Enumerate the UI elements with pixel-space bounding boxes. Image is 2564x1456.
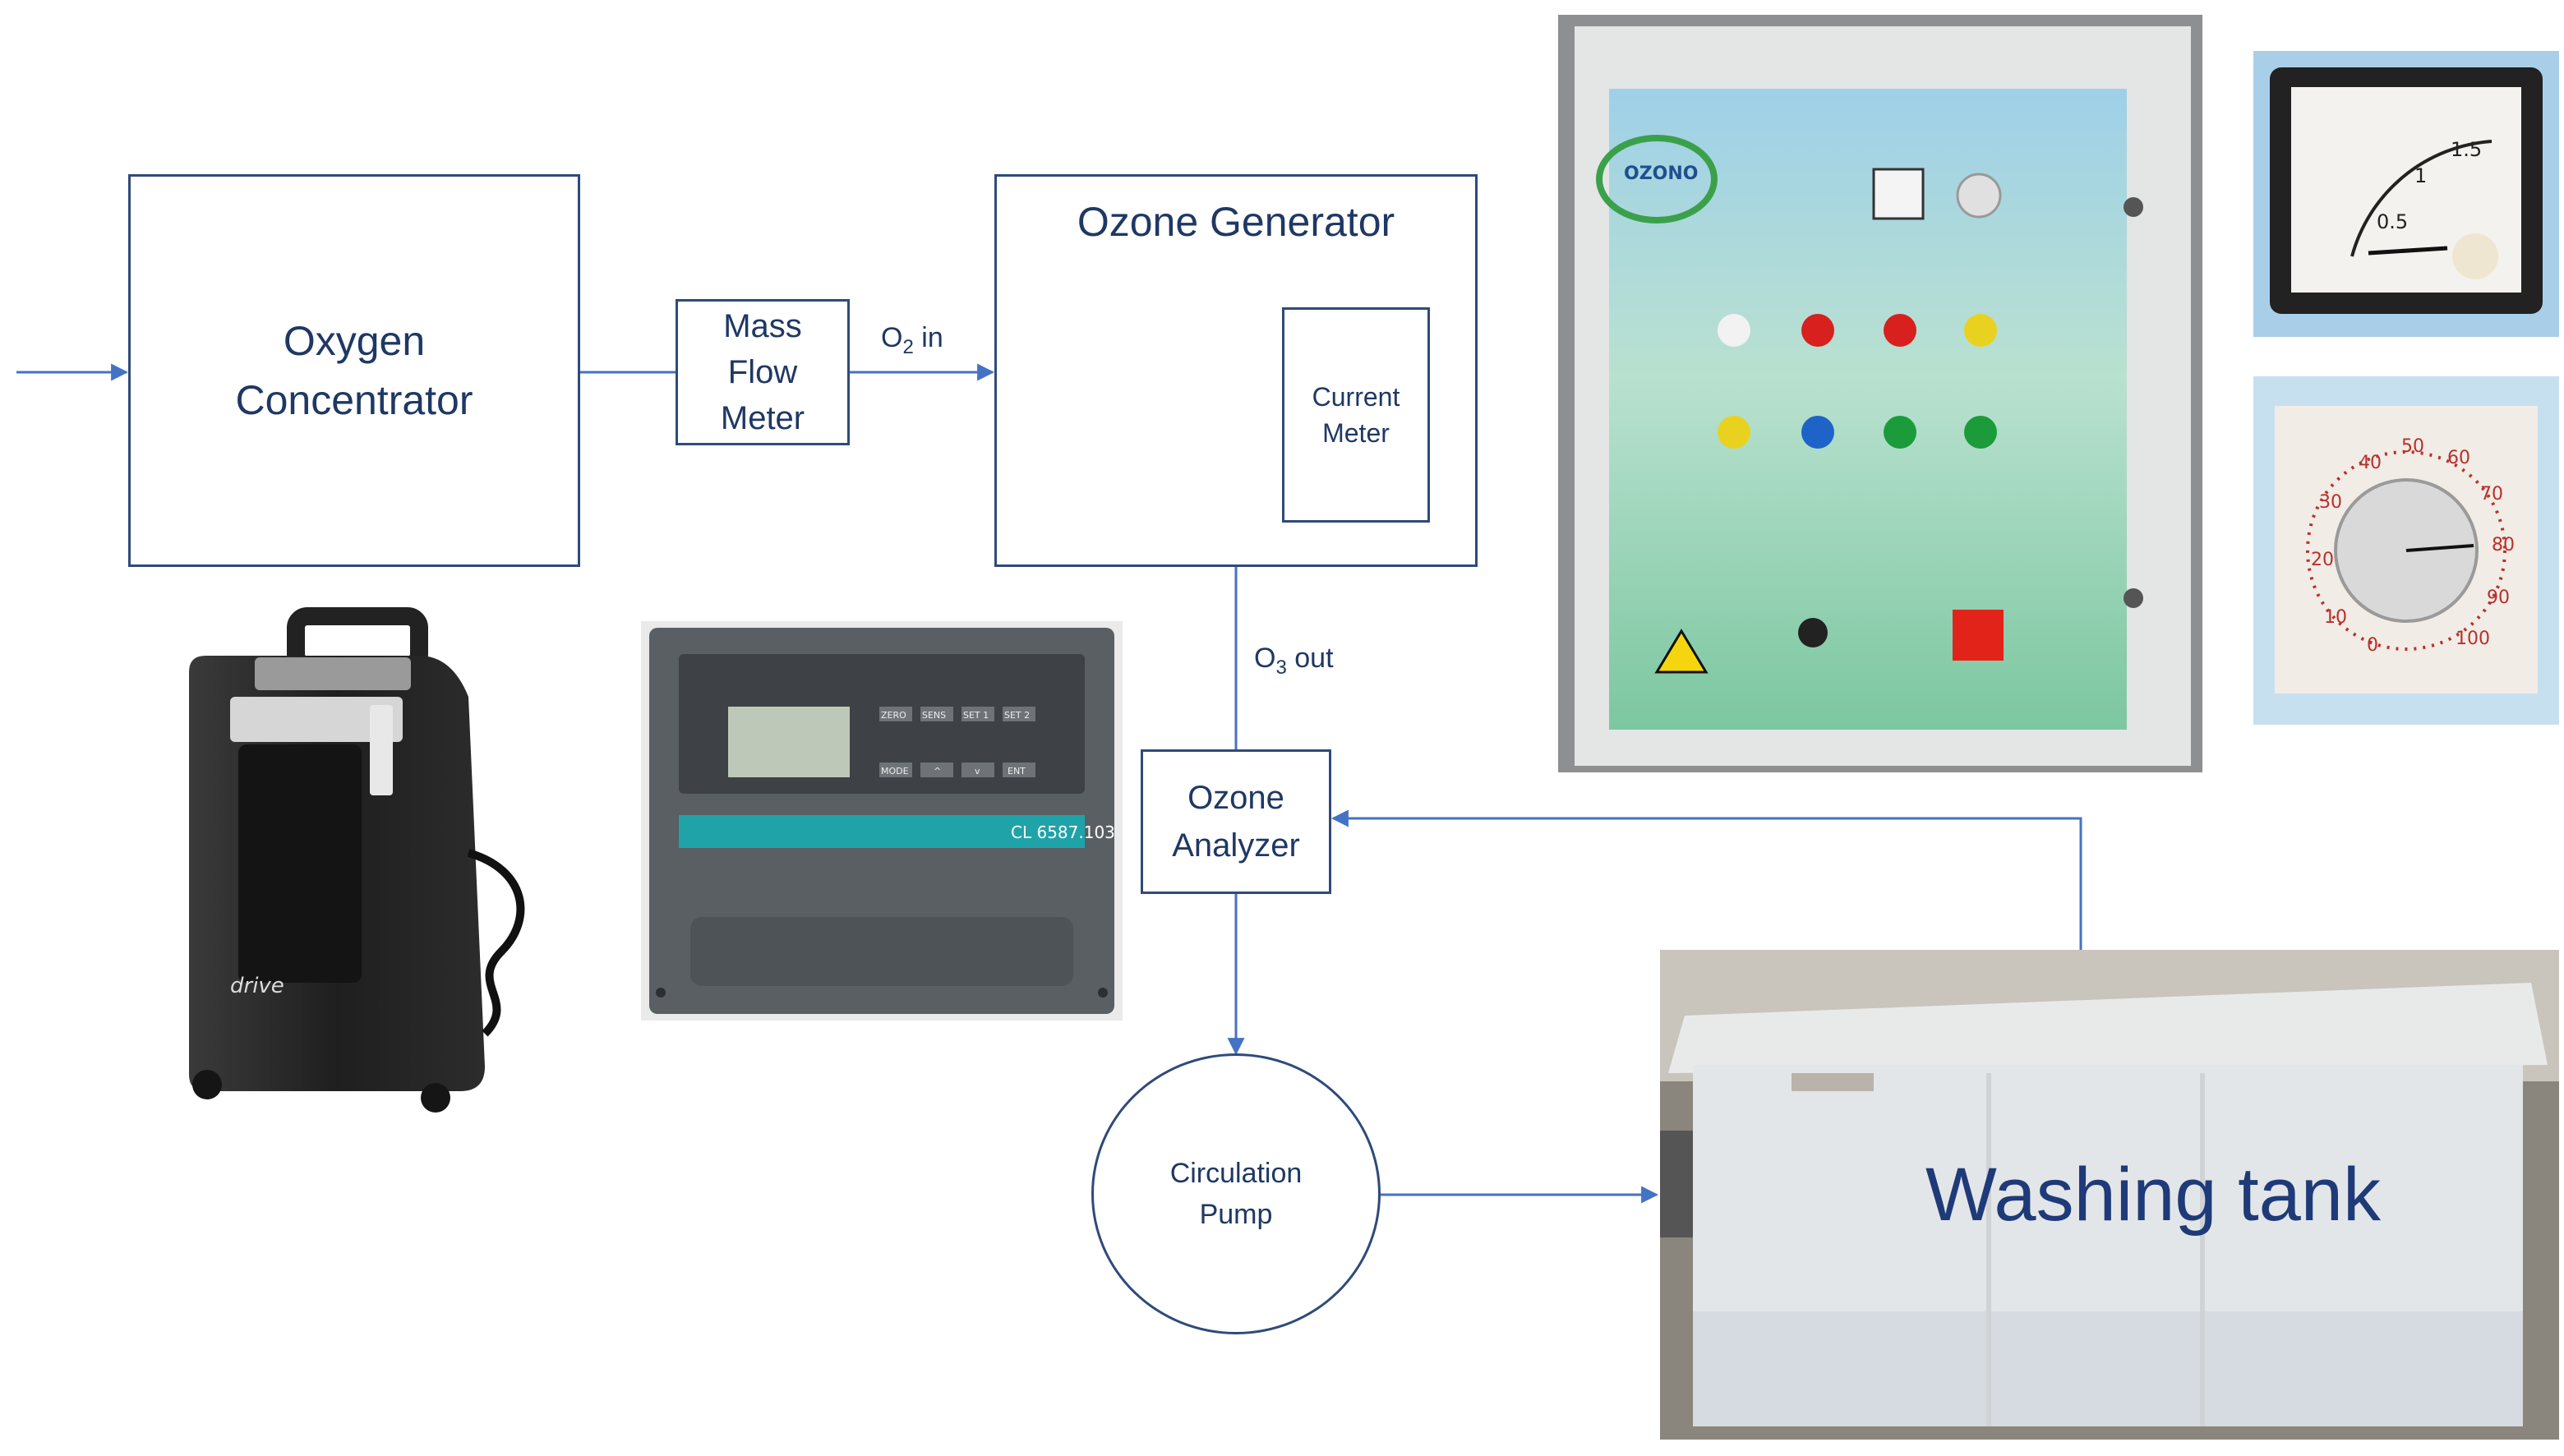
panel-logo-text: OZONO xyxy=(1624,164,1698,184)
dial-scale-50: 50 xyxy=(2401,436,2424,457)
analyzer-model-text: CL 6587.103 xyxy=(1011,822,1115,842)
circulation-pump-label: Circulation Pump xyxy=(1169,1158,1303,1230)
oxygen-concentrator-box: Oxygen Concentrator xyxy=(128,174,580,567)
key-set2: SET 2 xyxy=(1004,710,1030,721)
current-meter-label: Current Meter xyxy=(1312,382,1400,448)
concentrator-brand-text: drive xyxy=(230,974,284,998)
dial-scale-100: 100 xyxy=(2456,629,2490,649)
current-meter-box: Current Meter xyxy=(1282,307,1430,523)
dial-scale-0: 0 xyxy=(2367,635,2378,656)
dial-illustration: 0 10 20 30 40 50 60 70 80 90 100 xyxy=(2253,376,2559,725)
key-set1: SET 1 xyxy=(963,710,989,721)
key-down: v xyxy=(975,766,980,776)
key-up: ^ xyxy=(934,766,941,776)
analyzer-illustration: ZERO SENS SET 1 SET 2 MODE ^ v ENT CL 65… xyxy=(641,621,1123,1021)
ozone-analyzer-photo: ZERO SENS SET 1 SET 2 MODE ^ v ENT CL 65… xyxy=(641,621,1123,1021)
arrow-tank-return-to-analyzer xyxy=(1330,809,2082,950)
oxygen-concentrator-label: Oxygen Concentrator xyxy=(235,318,473,423)
control-panel-photo: OZONO xyxy=(1558,15,2202,772)
dial-scale-60: 60 xyxy=(2447,448,2470,468)
ozone-analyzer-box: Ozone Analyzer xyxy=(1141,749,1331,894)
dial-scale-70: 70 xyxy=(2480,484,2503,505)
key-ent: ENT xyxy=(1008,766,1026,776)
dial-scale-30: 30 xyxy=(2319,492,2342,513)
control-panel-illustration: OZONO xyxy=(1558,15,2202,772)
mass-flow-meter-box: Mass Flow Meter xyxy=(676,299,850,445)
dial-scale-40: 40 xyxy=(2359,453,2382,473)
control-dial-photo: 0 10 20 30 40 50 60 70 80 90 100 xyxy=(2253,376,2559,725)
tank-illustration xyxy=(1660,950,2559,1440)
circulation-pump-circle: Circulation Pump xyxy=(1091,1053,1381,1334)
dial-scale-80: 80 xyxy=(2492,535,2515,555)
washing-tank-label: Washing tank xyxy=(1925,1152,2381,1237)
key-mode: MODE xyxy=(881,766,909,776)
ammeter-scale-05: 0.5 xyxy=(2377,210,2408,233)
key-sens: SENS xyxy=(922,710,946,721)
oxygen-concentrator-photo: drive xyxy=(173,606,534,1124)
ammeter-scale-15: 1.5 xyxy=(2451,138,2482,161)
dial-scale-20: 20 xyxy=(2311,550,2334,570)
ammeter-illustration: 0.5 1 1.5 xyxy=(2253,51,2559,337)
o2-in-label: O2 in xyxy=(881,322,943,358)
ozone-analyzer-label: Ozone Analyzer xyxy=(1172,780,1300,864)
concentrator-illustration: drive xyxy=(189,607,525,1113)
dial-scale-10: 10 xyxy=(2324,607,2347,628)
dial-scale-90: 90 xyxy=(2487,587,2510,608)
ammeter-scale-1: 1 xyxy=(2414,164,2427,187)
washing-tank-photo: Washing tank xyxy=(1660,950,2559,1440)
o3-out-label: O3 out xyxy=(1254,643,1334,679)
key-zero: ZERO xyxy=(881,710,906,721)
ozone-generator-label: Ozone Generator xyxy=(1077,199,1395,245)
mass-flow-meter-label: Mass Flow Meter xyxy=(720,308,805,436)
ammeter-photo: 0.5 1 1.5 xyxy=(2253,51,2559,337)
